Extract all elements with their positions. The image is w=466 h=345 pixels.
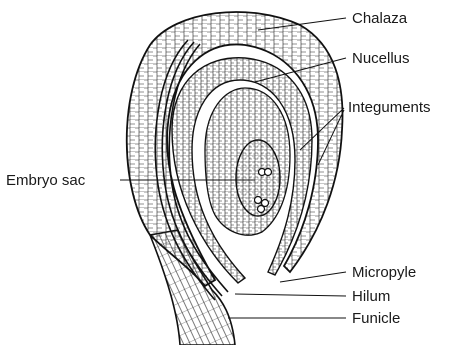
integuments-label: Integuments bbox=[348, 99, 431, 116]
hilum-label: Hilum bbox=[352, 288, 390, 305]
funicle-label: Funicle bbox=[352, 310, 400, 327]
micropyle-leader bbox=[280, 272, 346, 282]
chalaza-label: Chalaza bbox=[352, 10, 408, 27]
micropyle-label: Micropyle bbox=[352, 264, 416, 281]
embryo-sac-label: Embryo sac bbox=[6, 172, 86, 189]
polar-nucleus bbox=[265, 169, 272, 176]
hilum-leader bbox=[235, 294, 346, 296]
egg-apparatus-cell bbox=[258, 206, 265, 213]
embryo-sac-cavity bbox=[236, 140, 280, 216]
egg-apparatus-cell bbox=[255, 197, 262, 204]
nucellus-label: Nucellus bbox=[352, 50, 410, 67]
